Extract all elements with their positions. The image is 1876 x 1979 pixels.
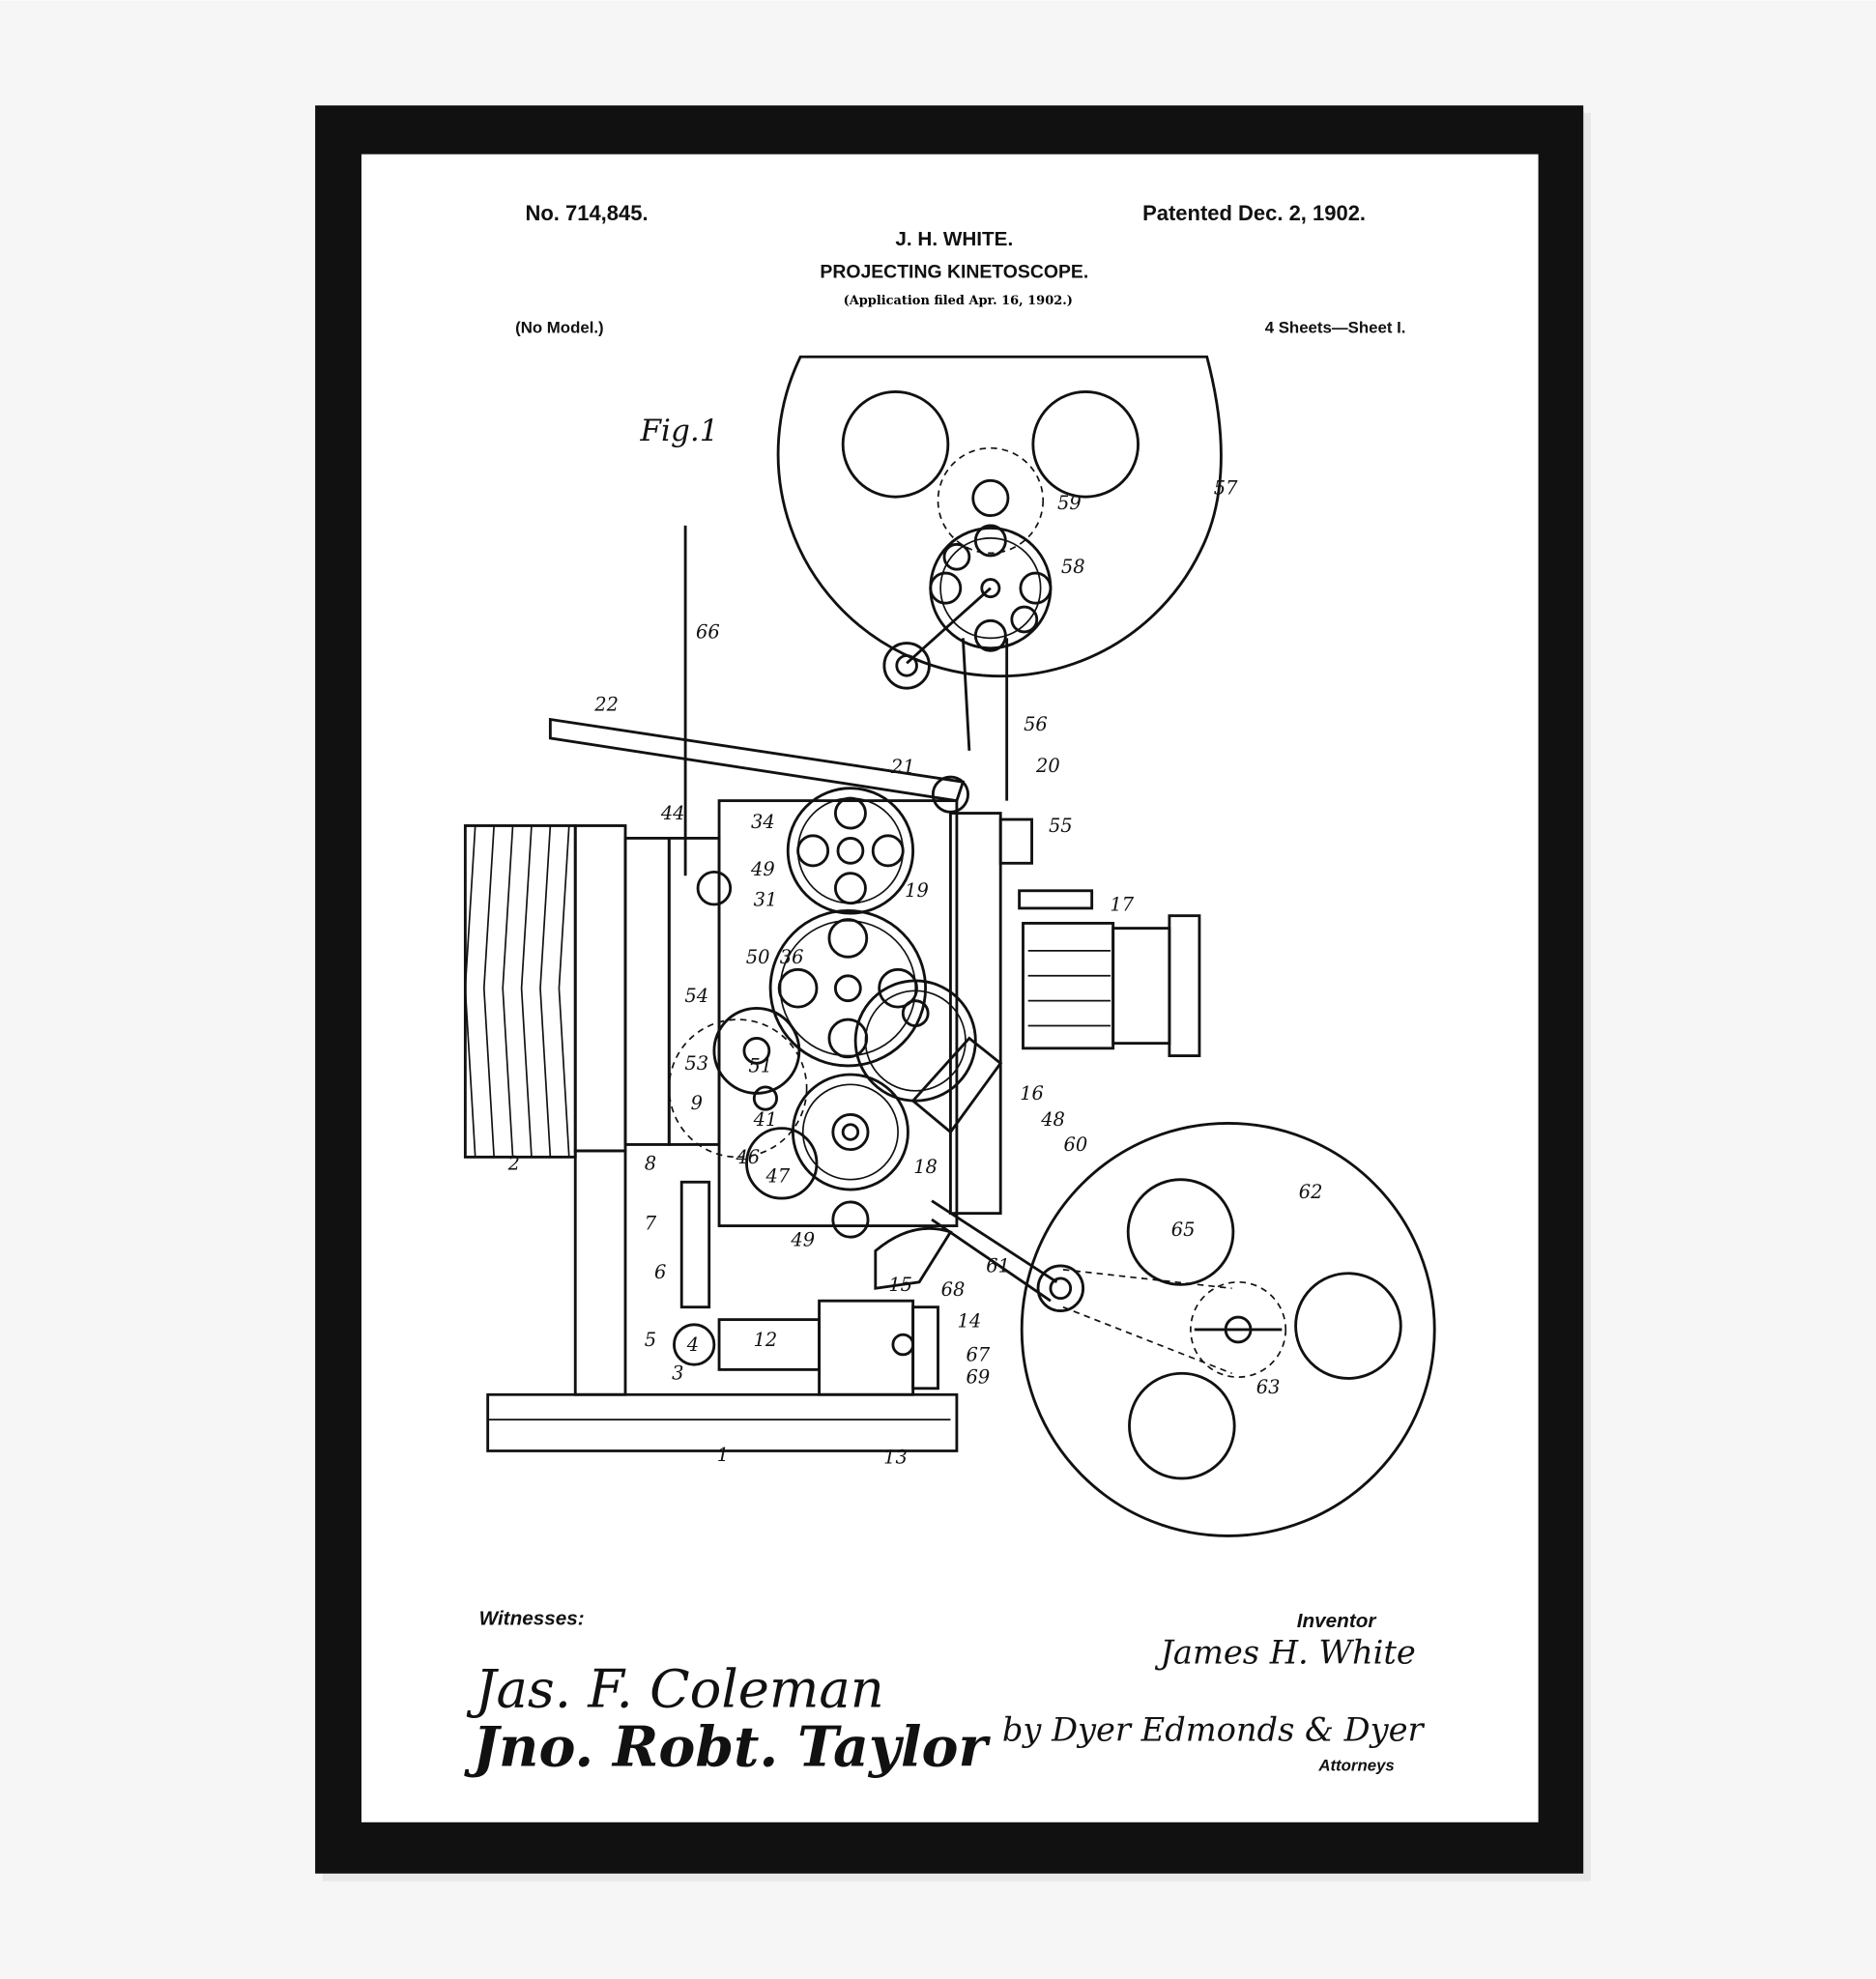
reference-numeral: 55 <box>1049 815 1073 837</box>
reference-numeral: 14 <box>957 1309 981 1332</box>
inventor-label: Inventor <box>1297 1610 1377 1632</box>
reference-numeral: 1 <box>717 1444 729 1466</box>
reference-numeral: 66 <box>696 620 720 643</box>
reference-numeral: 60 <box>1063 1133 1087 1156</box>
reference-numeral: 36 <box>780 946 804 968</box>
no-model: (No Model.) <box>515 319 604 337</box>
reference-numeral: 4 <box>686 1334 699 1356</box>
reference-numeral: 12 <box>754 1329 778 1351</box>
reference-numeral: 3 <box>672 1362 683 1385</box>
reference-numeral: 9 <box>691 1092 703 1114</box>
reference-numeral: 46 <box>735 1146 760 1168</box>
inventor-header: J. H. WHITE. <box>895 228 1013 250</box>
reference-numeral: 61 <box>986 1254 1010 1276</box>
kinetoscope-drawing <box>463 355 1436 1537</box>
reference-numeral: 62 <box>1299 1181 1323 1203</box>
reference-numeral: 57 <box>1214 477 1238 500</box>
reference-numeral: 53 <box>684 1052 708 1075</box>
sheet-count: 4 Sheets—Sheet I. <box>1265 319 1406 337</box>
reference-numeral: 22 <box>593 693 619 715</box>
reference-numeral: 68 <box>941 1278 966 1301</box>
reference-numeral: 59 <box>1057 492 1082 514</box>
reference-numeral: 13 <box>883 1446 908 1468</box>
reference-numeral: 58 <box>1061 556 1085 578</box>
reference-numeral: 8 <box>645 1152 656 1174</box>
figure-label: Fig.1 <box>640 414 719 448</box>
reference-numeral: 69 <box>967 1366 991 1389</box>
reference-numeral: 2 <box>507 1152 520 1174</box>
reference-numeral: 47 <box>765 1164 791 1187</box>
reference-numeral: 19 <box>905 879 929 902</box>
reference-numeral: 7 <box>645 1212 657 1234</box>
reference-numeral: 18 <box>913 1156 938 1178</box>
patent-number: No. 714,845. <box>525 201 648 225</box>
reference-numeral: 44 <box>660 802 685 824</box>
reference-numeral: 56 <box>1024 713 1048 735</box>
reference-numeral: 49 <box>790 1228 815 1250</box>
reference-numeral: 63 <box>1256 1376 1281 1398</box>
application-filed: (Application filed Apr. 16, 1902.) <box>844 294 1073 308</box>
reference-numeral: 34 <box>751 811 775 833</box>
reference-numeral: 15 <box>888 1274 912 1296</box>
reference-numeral: 20 <box>1035 755 1060 777</box>
reference-numeral: 5 <box>645 1329 656 1351</box>
patent-title: PROJECTING KINETOSCOPE. <box>820 262 1088 283</box>
reference-numeral: 50 <box>746 946 770 968</box>
reference-numeral: 51 <box>748 1054 772 1076</box>
witnesses-label: Witnesses: <box>479 1607 585 1629</box>
attorneys-label: Attorneys <box>1317 1757 1394 1775</box>
witness-2-signature: Jno. Robt. Taylor <box>464 1716 991 1780</box>
reference-numeral: 21 <box>890 756 915 778</box>
inventor-signature: James H. White <box>1154 1633 1415 1671</box>
reference-numeral: 54 <box>684 985 708 1007</box>
reference-numeral: 16 <box>1020 1082 1044 1104</box>
reference-numeral: 67 <box>967 1343 991 1365</box>
reference-numeral: 6 <box>654 1261 666 1283</box>
witness-1-signature: Jas. F. Coleman <box>466 1659 884 1720</box>
reference-numeral: 65 <box>1171 1219 1196 1241</box>
reference-numeral: 48 <box>1040 1108 1065 1131</box>
patent-date: Patented Dec. 2, 1902. <box>1142 201 1366 225</box>
attorneys-signature: by Dyer Edmonds & Dyer <box>1002 1711 1426 1749</box>
reference-numeral: 17 <box>1110 893 1134 915</box>
reference-numeral: 49 <box>750 858 775 880</box>
reference-numeral: 31 <box>754 888 778 910</box>
reference-numeral: 41 <box>753 1108 778 1131</box>
